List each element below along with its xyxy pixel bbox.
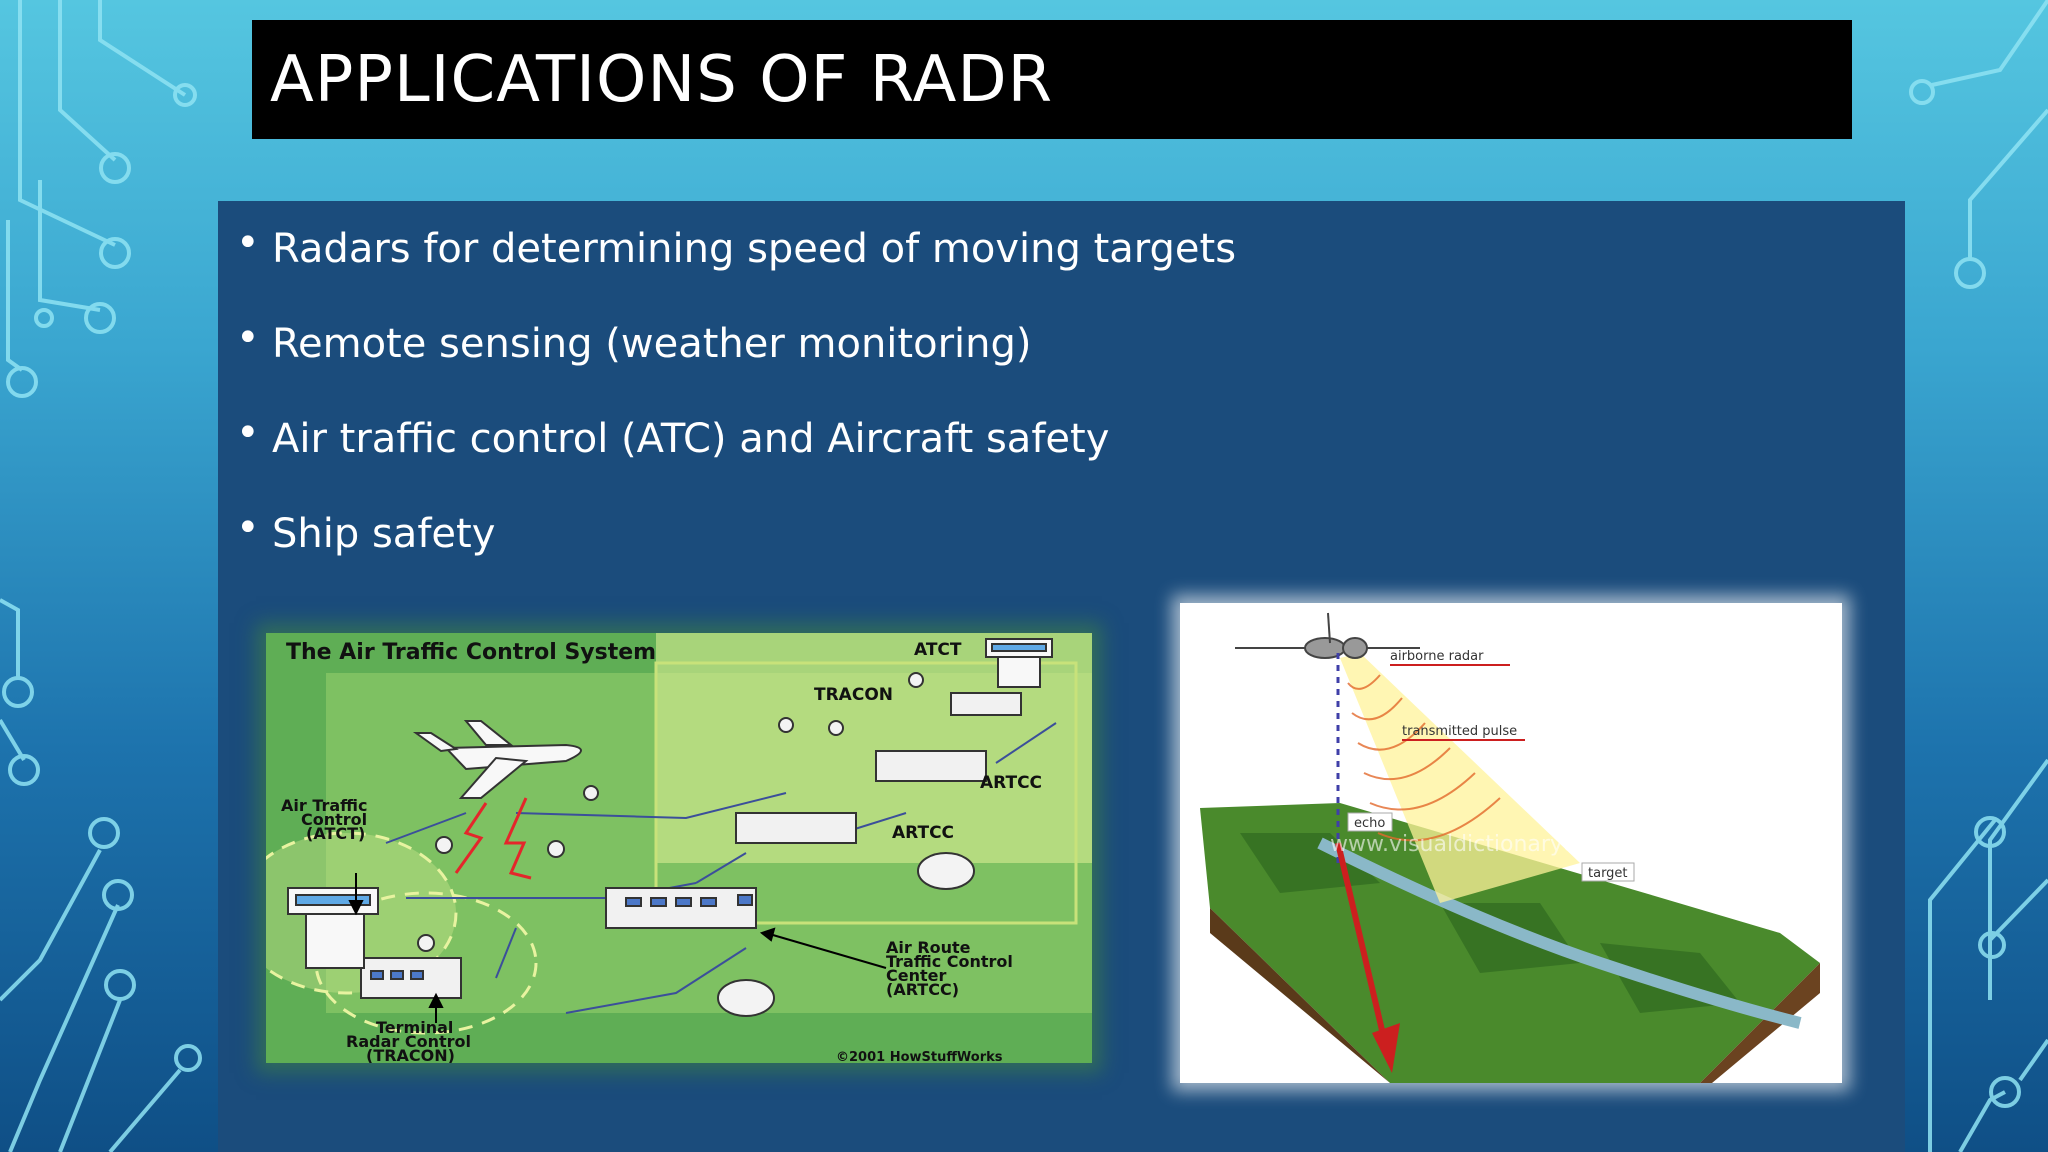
atc-heading: The Air Traffic Control System <box>286 640 656 665</box>
airborne-diagram-svg: airborne radar transmitted pulse echo ta… <box>1180 603 1842 1103</box>
label-air-route-line3: Center <box>886 966 946 985</box>
label-air-route-line4: (ARTCC) <box>886 980 959 999</box>
label-terminal-line1: Terminal <box>376 1018 453 1037</box>
label-target: target <box>1588 866 1628 881</box>
bullet-item: Air traffic control (ATC) and Aircraft s… <box>236 403 1236 504</box>
atc-system-diagram: The Air Traffic Control System ATCT TRAC… <box>234 633 1092 1065</box>
label-artcc-2: ARTCC <box>892 823 954 843</box>
slide-title-bar: APPLICATIONS OF RADR <box>252 20 1852 139</box>
label-transmitted-pulse: transmitted pulse <box>1402 724 1517 739</box>
watermark-text: www.visualdictionaryonline.com <box>1330 832 1684 857</box>
content-panel: Radars for determining speed of moving t… <box>218 201 1905 1152</box>
slide-title: APPLICATIONS OF RADR <box>270 42 1054 117</box>
bullet-item: Ship safety <box>236 498 1236 599</box>
label-tracon: TRACON <box>814 685 893 705</box>
label-artcc-1: ARTCC <box>980 773 1042 793</box>
bullet-list: Radars for determining speed of moving t… <box>236 213 1236 599</box>
label-atc-line3: (ATCT) <box>306 824 365 843</box>
bullet-item: Radars for determining speed of moving t… <box>236 213 1236 314</box>
label-air-route-line1: Air Route <box>886 938 971 957</box>
label-terminal-line2: Radar Control <box>346 1032 471 1051</box>
bullet-item: Remote sensing (weather monitoring) <box>236 308 1236 409</box>
label-atc-line2: Control <box>301 810 367 829</box>
label-atct-top: ATCT <box>914 640 962 660</box>
label-airborne-radar: airborne radar <box>1390 649 1484 664</box>
atc-credit: ©2001 HowStuffWorks <box>836 1050 1003 1063</box>
atc-diagram-svg: The Air Traffic Control System ATCT TRAC… <box>234 633 1092 1065</box>
label-atc-line1: Air Traffic <box>281 796 368 815</box>
label-air-route-line2: Traffic Control <box>886 952 1013 971</box>
label-echo: echo <box>1354 816 1385 831</box>
airborne-radar-diagram: airborne radar transmitted pulse echo ta… <box>1180 603 1842 1103</box>
label-terminal-line3: (TRACON) <box>366 1046 455 1063</box>
